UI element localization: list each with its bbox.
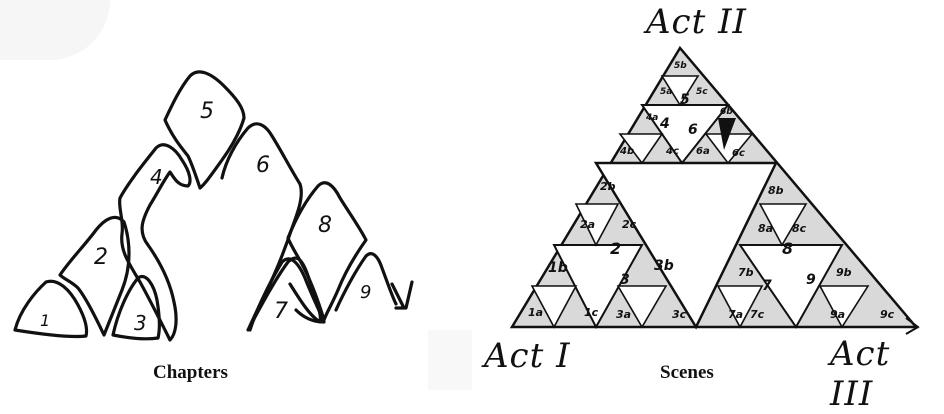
scene-9b-label: 9b bbox=[836, 266, 852, 279]
scene-8b-label: 8b bbox=[768, 184, 784, 197]
scene-8-label: 8 bbox=[782, 239, 793, 258]
act-i-label: Act I bbox=[484, 336, 571, 376]
act-iii-label: Act III bbox=[830, 334, 944, 414]
scene-4c-label: 4c bbox=[665, 146, 679, 157]
chapter-5-label: 5 bbox=[200, 99, 214, 124]
scene-4b-label: 4b bbox=[619, 146, 634, 157]
chapters-panel: 1 2 3 4 5 6 7 8 9 Chapters bbox=[0, 0, 470, 390]
scene-7-label: 7 bbox=[762, 278, 772, 294]
scene-6a-label: 6a bbox=[696, 146, 710, 157]
scene-4a-label: 4a bbox=[645, 113, 658, 123]
scene-3a-label: 3a bbox=[616, 308, 631, 321]
scene-5-label: 5 bbox=[680, 92, 690, 108]
scene-6b-label: 6b bbox=[720, 107, 733, 117]
scene-1c-label: 1c bbox=[584, 306, 599, 319]
scene-7b-label: 7b bbox=[738, 266, 754, 279]
scene-2c-label: 2c bbox=[622, 218, 637, 231]
scene-3b-label: 3b bbox=[654, 258, 674, 274]
chapter-1-label: 1 bbox=[40, 311, 50, 330]
chapter-3-label: 3 bbox=[134, 311, 147, 335]
scene-5a-label: 5a bbox=[660, 87, 672, 97]
scene-2b-label: 2b bbox=[600, 180, 616, 193]
chapters-caption: Chapters bbox=[153, 362, 228, 384]
scene-1a-label: 1a bbox=[528, 306, 543, 319]
scenes-caption: Scenes bbox=[660, 362, 714, 384]
scene-1b-label: 1b bbox=[548, 260, 568, 276]
scenes-panel: 1a 1b 1c 2 2a 2b 2c 3 3a 3b 3c 4 4a 4b 4… bbox=[470, 0, 944, 390]
scene-7a-label: 7a bbox=[728, 308, 743, 321]
chapter-8-label: 8 bbox=[318, 213, 332, 238]
scene-2-label: 2 bbox=[610, 239, 621, 258]
scene-2a-label: 2a bbox=[580, 218, 595, 231]
scene-8a-label: 8a bbox=[758, 222, 773, 235]
chapter-1-shape bbox=[15, 281, 87, 336]
scene-4-label: 4 bbox=[659, 116, 670, 132]
act-ii-label: Act II bbox=[646, 2, 747, 42]
chapter-5-shape bbox=[165, 72, 244, 188]
scene-9a-label: 9a bbox=[830, 308, 845, 321]
chapter-9-label: 9 bbox=[360, 282, 371, 303]
chapter-7-label: 7 bbox=[274, 299, 288, 324]
scenes-triangle: 1a 1b 1c 2 2a 2b 2c 3 3a 3b 3c 4 4a 4b 4… bbox=[470, 0, 944, 390]
scene-9-label: 9 bbox=[806, 272, 816, 288]
scene-3-label: 3 bbox=[620, 272, 630, 288]
scene-8c-label: 8c bbox=[792, 222, 807, 235]
chapter-2-label: 2 bbox=[94, 245, 108, 270]
scene-6c-label: 6c bbox=[732, 148, 745, 159]
chapters-sketch: 1 2 3 4 5 6 7 8 9 bbox=[0, 0, 470, 390]
chapter-6-shape bbox=[222, 124, 320, 330]
scene-5c-label: 5c bbox=[696, 87, 708, 97]
scene-9c-label: 9c bbox=[880, 308, 895, 321]
scene-7c-label: 7c bbox=[750, 308, 765, 321]
scene-5b-label: 5b bbox=[674, 61, 687, 71]
chapter-6-label: 6 bbox=[256, 153, 270, 178]
scene-3c-label: 3c bbox=[672, 308, 687, 321]
scene-6-label: 6 bbox=[688, 122, 698, 138]
chapter-4-label: 4 bbox=[150, 165, 163, 189]
